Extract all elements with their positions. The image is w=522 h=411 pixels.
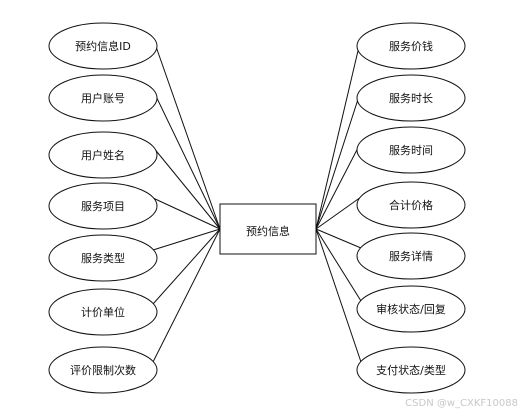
connector-lines — [152, 37, 362, 363]
attribute-ellipse — [356, 22, 466, 70]
attribute-ellipse — [48, 22, 158, 70]
attribute-ellipse — [356, 126, 466, 174]
attribute-left-4: 服务项目 — [48, 182, 158, 230]
attribute-right-7: 支付状态/类型 — [356, 346, 466, 394]
attribute-label: 预约信息ID — [75, 39, 131, 53]
attribute-label: 合计价格 — [389, 198, 433, 212]
attribute-left-5: 服务类型 — [48, 234, 158, 282]
attribute-ellipse — [356, 232, 466, 280]
attribute-left-2: 用户账号 — [48, 74, 158, 122]
attribute-ellipse — [356, 181, 466, 229]
attribute-label: 计价单位 — [81, 305, 125, 319]
entity-box: 预约信息 — [219, 203, 317, 255]
connector-left-2 — [152, 89, 221, 230]
attribute-ellipse — [356, 74, 466, 122]
entity-label: 预约信息 — [246, 224, 290, 238]
attribute-label: 服务价钱 — [389, 39, 433, 53]
attribute-left-6: 计价单位 — [48, 288, 158, 336]
attribute-left-1: 预约信息ID — [48, 22, 158, 70]
attribute-ellipse — [48, 74, 158, 122]
attribute-label: 服务时间 — [389, 144, 433, 157]
connector-left-1 — [152, 37, 221, 230]
connector-left-7 — [152, 228, 221, 363]
attribute-label: 用户账号 — [81, 91, 125, 105]
attribute-label: 评价限制次数 — [70, 363, 136, 377]
connector-right-1 — [315, 37, 362, 230]
attribute-right-4: 合计价格 — [356, 181, 466, 229]
connector-right-7 — [315, 228, 362, 363]
attribute-left-3: 用户姓名 — [48, 131, 158, 179]
attribute-ellipse — [48, 346, 158, 394]
connector-right-2 — [315, 89, 362, 230]
attribute-ellipse — [48, 234, 158, 282]
attribute-ellipse — [356, 285, 466, 333]
connector-right-3 — [315, 141, 362, 230]
attribute-label: 审核状态/回复 — [376, 302, 446, 316]
connector-left-5 — [152, 228, 221, 251]
attribute-right-6: 审核状态/回复 — [356, 285, 466, 333]
connector-left-3 — [152, 146, 221, 230]
connector-right-5 — [315, 228, 362, 249]
attribute-ellipse — [48, 288, 158, 336]
connector-left-4 — [152, 197, 221, 230]
attribute-label: 服务详情 — [389, 249, 433, 263]
attribute-ellipse — [356, 346, 466, 394]
attribute-right-3: 服务时间 — [356, 126, 466, 174]
attribute-label: 用户姓名 — [81, 148, 125, 162]
attribute-right-2: 服务时长 — [356, 74, 466, 122]
attribute-ellipse — [48, 182, 158, 230]
connector-right-4 — [315, 196, 362, 230]
attribute-label: 服务项目 — [81, 200, 125, 213]
connector-right-6 — [315, 228, 362, 302]
attribute-label: 服务类型 — [81, 251, 125, 265]
attribute-right-5: 服务详情 — [356, 232, 466, 280]
attribute-label: 支付状态/类型 — [376, 363, 446, 377]
attribute-right-1: 服务价钱 — [356, 22, 466, 70]
attribute-label: 服务时长 — [389, 92, 433, 105]
attribute-left-7: 评价限制次数 — [48, 346, 158, 394]
watermark-text: CSDN @w_CXKF10088 — [405, 398, 518, 409]
attribute-ellipse — [48, 131, 158, 179]
connector-left-6 — [152, 228, 221, 305]
